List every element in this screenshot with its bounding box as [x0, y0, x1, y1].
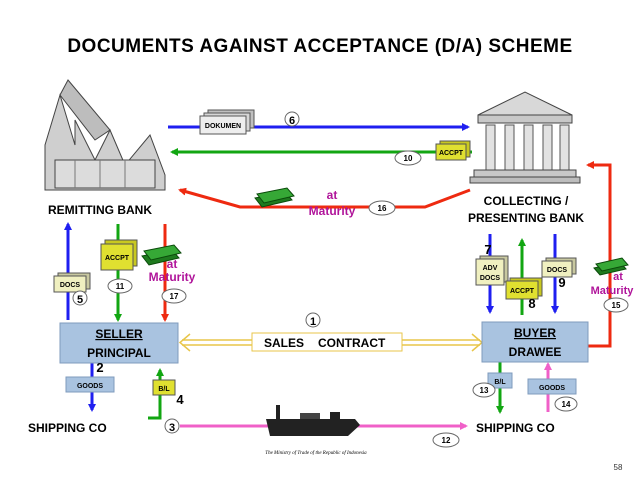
maturity-label-16: Maturity [309, 204, 356, 218]
accpt-document-10: ACCPT [435, 140, 471, 161]
bl-label-right: B/L [494, 379, 506, 386]
step-8: 8 [528, 296, 535, 311]
docs-document-5: DOCS [53, 272, 91, 293]
maturity-label-15: Maturity [591, 285, 635, 297]
svg-text:15: 15 [612, 301, 621, 310]
svg-text:5: 5 [77, 294, 83, 306]
seller-principal-box: SELLER PRINCIPAL [59, 322, 179, 364]
at-label-15: at [613, 271, 623, 283]
page-title: DOCUMENTS AGAINST ACCEPTANCE (D/A) SCHEM… [67, 36, 573, 57]
step-14: 14 [554, 396, 578, 412]
docs-label-9: DOCS [547, 267, 568, 274]
goods-box-right: GOODS [527, 378, 577, 395]
step-15: 15 [603, 297, 629, 313]
step-10: 10 [394, 150, 422, 166]
step-16: 16 [368, 200, 396, 216]
docs-label-5: DOCS [60, 282, 81, 289]
step-13: 13 [472, 382, 496, 398]
svg-text:8: 8 [528, 296, 535, 311]
arrow-step-16 [178, 187, 471, 209]
dokumen-label: DOKUMEN [205, 123, 241, 130]
step-12: 12 [432, 432, 460, 448]
svg-text:17: 17 [170, 292, 179, 301]
svg-text:11: 11 [116, 282, 125, 291]
sales-label: SALES [264, 336, 304, 350]
bl-label-left: B/L [158, 386, 170, 393]
adv-docs-label: DOCS [480, 275, 501, 282]
maturity-label-17: Maturity [149, 270, 196, 284]
accpt-document-8: ACCPT [505, 277, 543, 300]
svg-text:14: 14 [562, 400, 571, 409]
page-number: 58 [614, 463, 623, 472]
bl-box-right: B/L [487, 372, 513, 389]
svg-text:10: 10 [404, 154, 413, 163]
buyer-drawee-box: BUYER DRAWEE [481, 321, 589, 363]
step-6: 6 [284, 111, 300, 127]
contract-label: CONTRACT [318, 336, 386, 350]
adv-label: ADV [483, 265, 498, 272]
step-1: 1 [305, 312, 321, 328]
svg-text:7: 7 [484, 242, 491, 257]
shipping-co-left-label: SHIPPING CO [28, 421, 107, 435]
svg-text:2: 2 [96, 360, 103, 375]
factory-icon [44, 79, 166, 191]
at-label-17: at [167, 257, 178, 271]
goods-label-right: GOODS [539, 385, 565, 392]
svg-text:6: 6 [289, 115, 295, 127]
goods-label-left: GOODS [77, 383, 103, 390]
step-5: 5 [72, 290, 88, 306]
step-2: 2 [96, 360, 103, 375]
collecting-bank-label-1: COLLECTING / [484, 194, 569, 208]
adv-docs-document-7: ADV DOCS [475, 255, 509, 286]
arrow-step-15 [586, 161, 612, 348]
buyer-label: BUYER [514, 326, 556, 340]
svg-text:16: 16 [378, 204, 387, 213]
ministry-caption: The Ministry of Trade of the Republic of… [265, 451, 367, 456]
goods-box-left: GOODS [65, 376, 115, 393]
step-17: 17 [161, 288, 187, 304]
svg-text:9: 9 [558, 275, 565, 290]
step-7: 7 [484, 242, 491, 257]
money-stack-icon [593, 257, 629, 276]
sales-contract-box [251, 332, 403, 352]
docs-document-9: DOCS [541, 257, 577, 278]
svg-text:12: 12 [442, 436, 451, 445]
svg-text:3: 3 [169, 422, 175, 434]
principal-label: PRINCIPAL [87, 346, 151, 360]
step-3: 3 [164, 418, 180, 434]
at-label-16: at [327, 188, 338, 202]
collecting-bank-label-2: PRESENTING BANK [468, 211, 584, 225]
accpt-label-8: ACCPT [510, 288, 535, 295]
accpt-label-11: ACCPT [105, 255, 130, 262]
svg-text:4: 4 [176, 392, 184, 407]
remitting-bank-label: REMITTING BANK [48, 203, 152, 217]
shipping-co-right-label: SHIPPING CO [476, 421, 555, 435]
document-icon: DOKUMEN [199, 109, 255, 135]
svg-text:13: 13 [480, 386, 489, 395]
step-4: 4 [176, 392, 184, 407]
cargo-ship-icon [266, 405, 360, 436]
bl-box-left: B/L [152, 379, 176, 396]
money-stack-icon [254, 187, 295, 208]
accpt-document-11: ACCPT [100, 239, 138, 271]
step-11: 11 [107, 278, 133, 294]
seller-label: SELLER [95, 327, 143, 341]
drawee-label: DRAWEE [509, 345, 562, 359]
bank-building-icon [469, 91, 581, 184]
accpt-label-10: ACCPT [439, 150, 464, 157]
svg-text:1: 1 [310, 316, 316, 328]
step-9: 9 [558, 275, 565, 290]
money-stack-icon [141, 244, 182, 266]
